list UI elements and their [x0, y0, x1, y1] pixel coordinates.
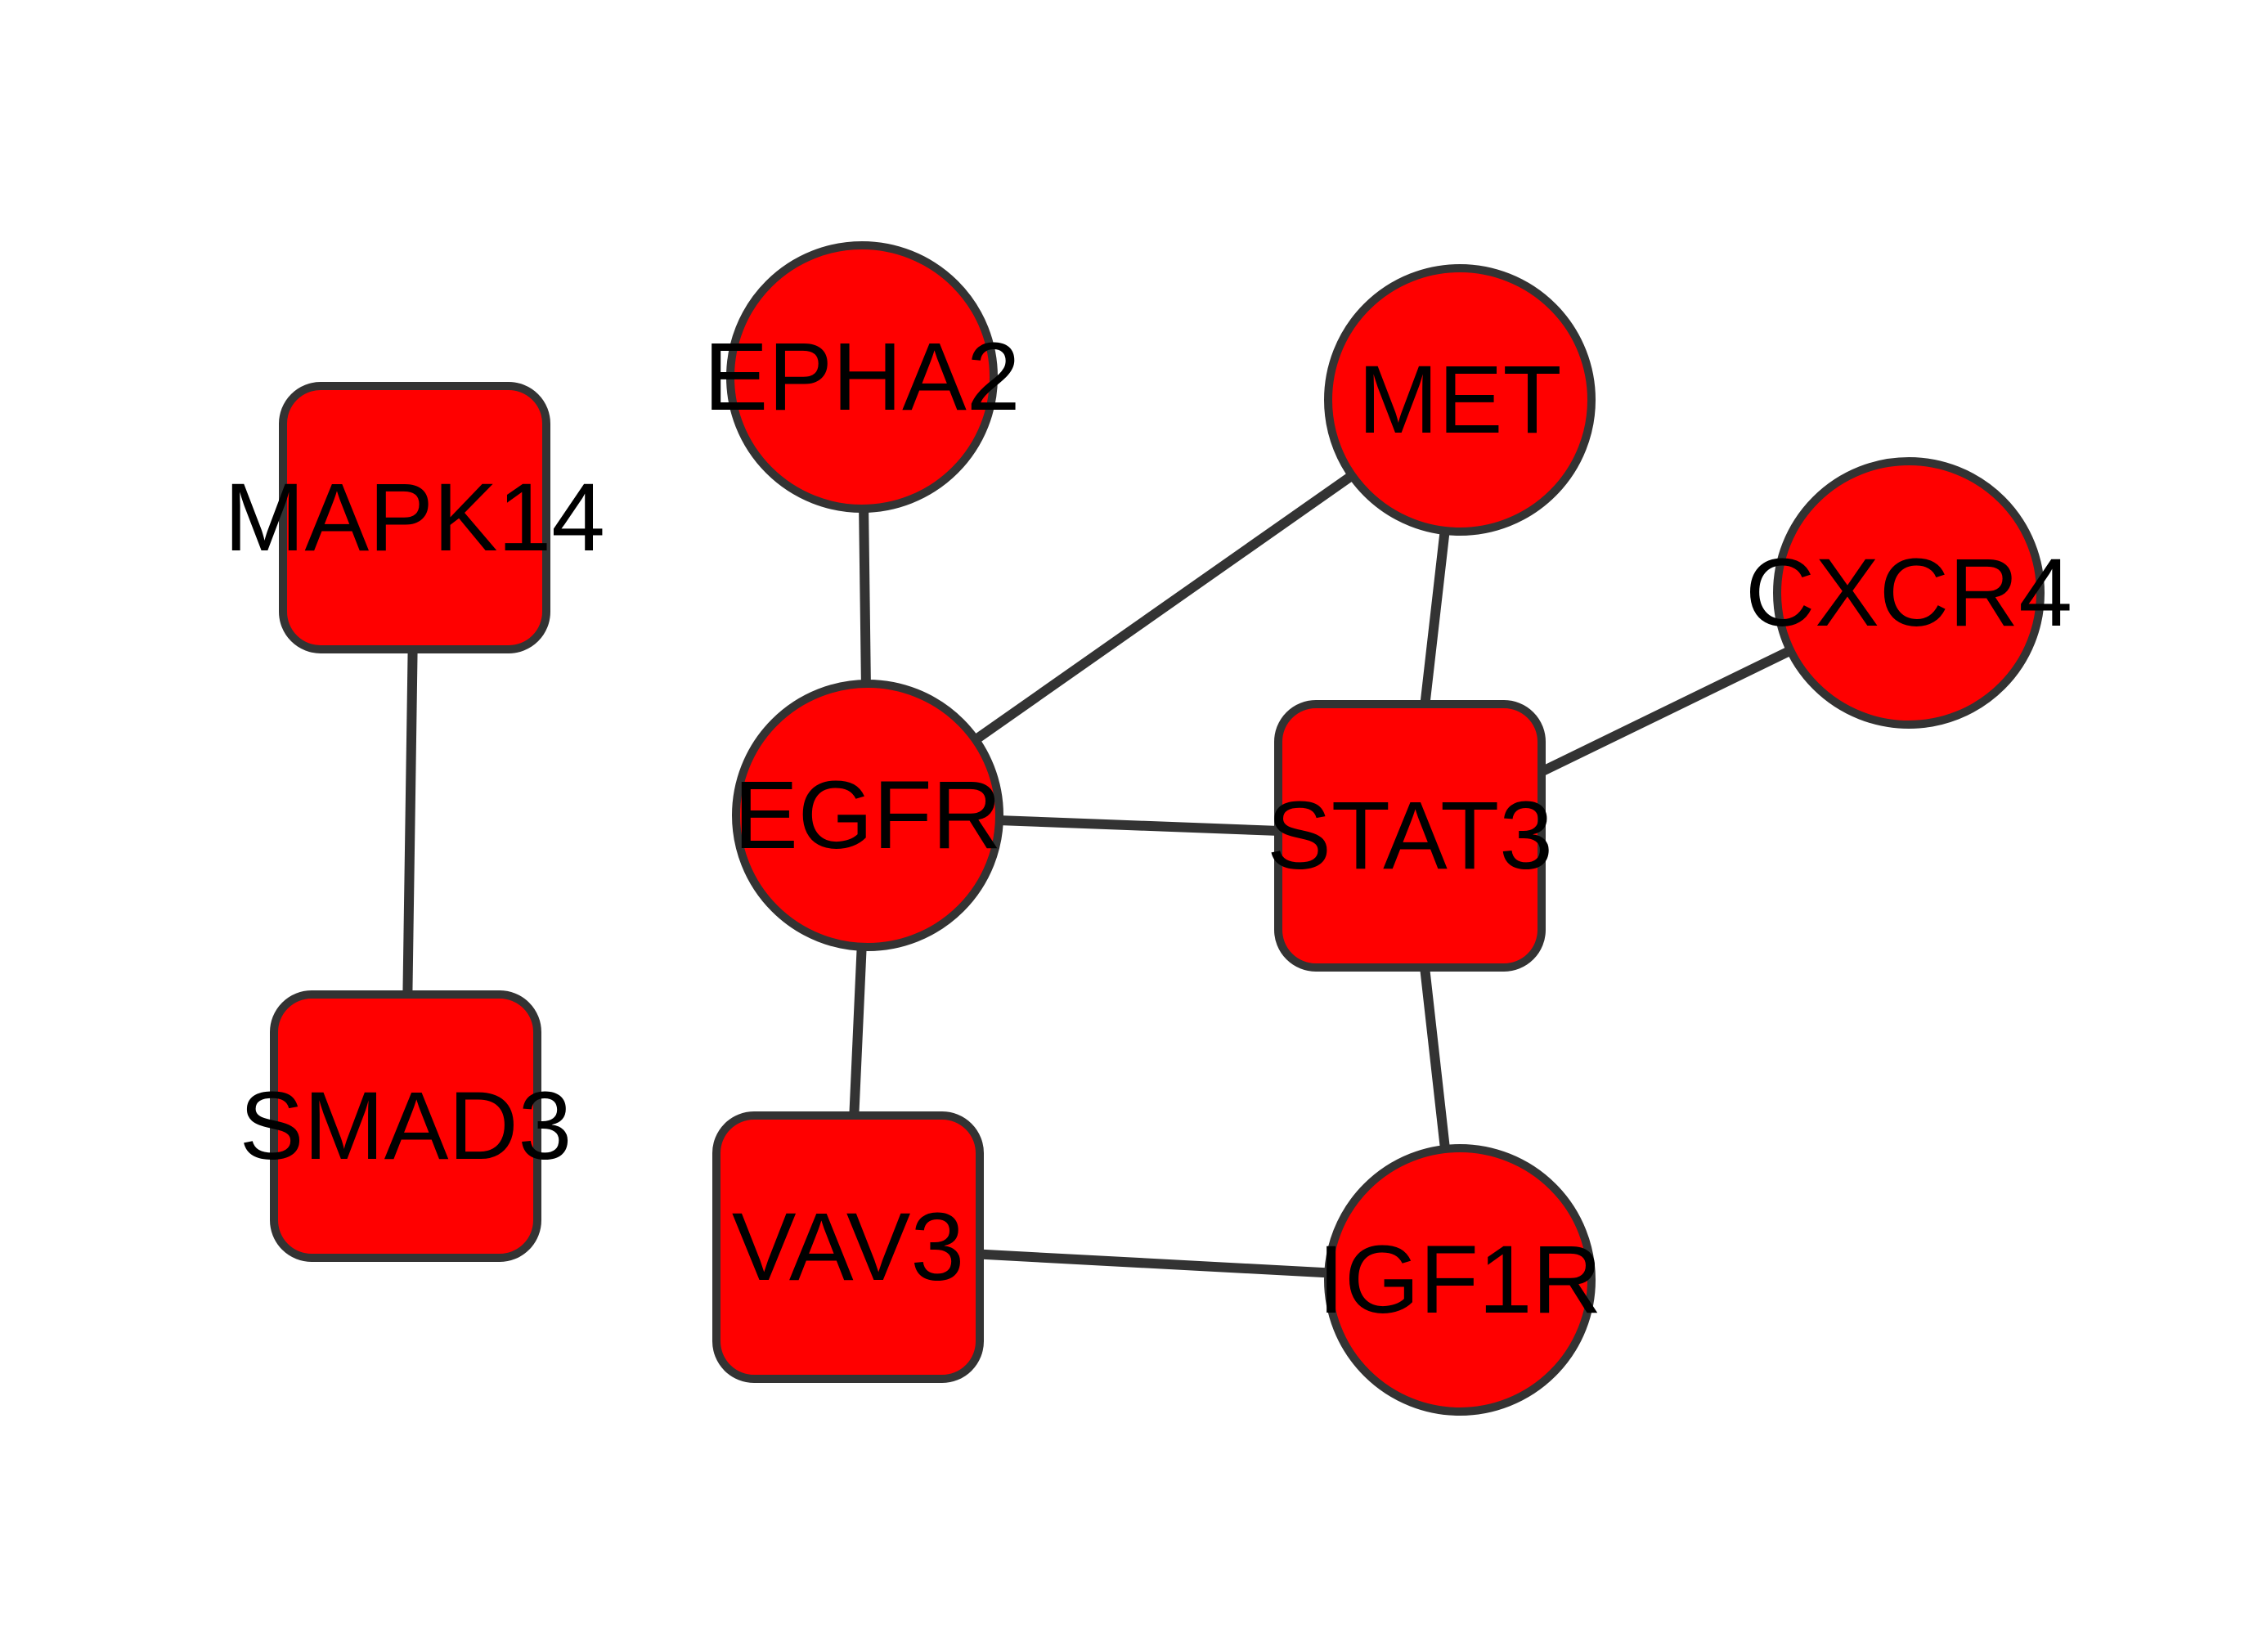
- node-epha2: EPHA2: [704, 241, 1021, 513]
- edge-layer: [401, 376, 1911, 1285]
- node-smad3: SMAD3: [240, 990, 572, 1262]
- node-label-epha2: EPHA2: [704, 323, 1021, 431]
- node-label-igf1r: IGF1R: [1318, 1226, 1602, 1334]
- node-stat3: STAT3: [1267, 700, 1553, 972]
- node-label-stat3: STAT3: [1267, 782, 1553, 890]
- node-met: MET: [1324, 264, 1596, 536]
- node-shape-stat3: [1274, 700, 1546, 972]
- node-label-smad3: SMAD3: [240, 1072, 572, 1180]
- node-shape-smad3: [270, 990, 541, 1262]
- node-label-egfr: EGFR: [734, 761, 1002, 869]
- node-vav3: VAV3: [712, 1111, 984, 1383]
- node-shape-epha2: [726, 241, 998, 513]
- node-igf1r: IGF1R: [1318, 1144, 1602, 1416]
- node-shape-mapk14: [279, 382, 550, 653]
- node-shape-igf1r: [1324, 1144, 1596, 1416]
- node-cxcr4: CXCR4: [1745, 457, 2072, 729]
- node-shape-egfr: [732, 680, 1003, 951]
- node-mapk14: MAPK14: [224, 382, 605, 653]
- node-label-mapk14: MAPK14: [224, 464, 605, 572]
- node-egfr: EGFR: [732, 680, 1003, 951]
- node-label-vav3: VAV3: [732, 1193, 964, 1301]
- node-shape-met: [1324, 264, 1596, 536]
- node-shape-cxcr4: [1773, 457, 2045, 729]
- node-label-cxcr4: CXCR4: [1745, 539, 2072, 647]
- node-label-met: MET: [1358, 346, 1561, 454]
- node-shape-vav3: [712, 1111, 984, 1383]
